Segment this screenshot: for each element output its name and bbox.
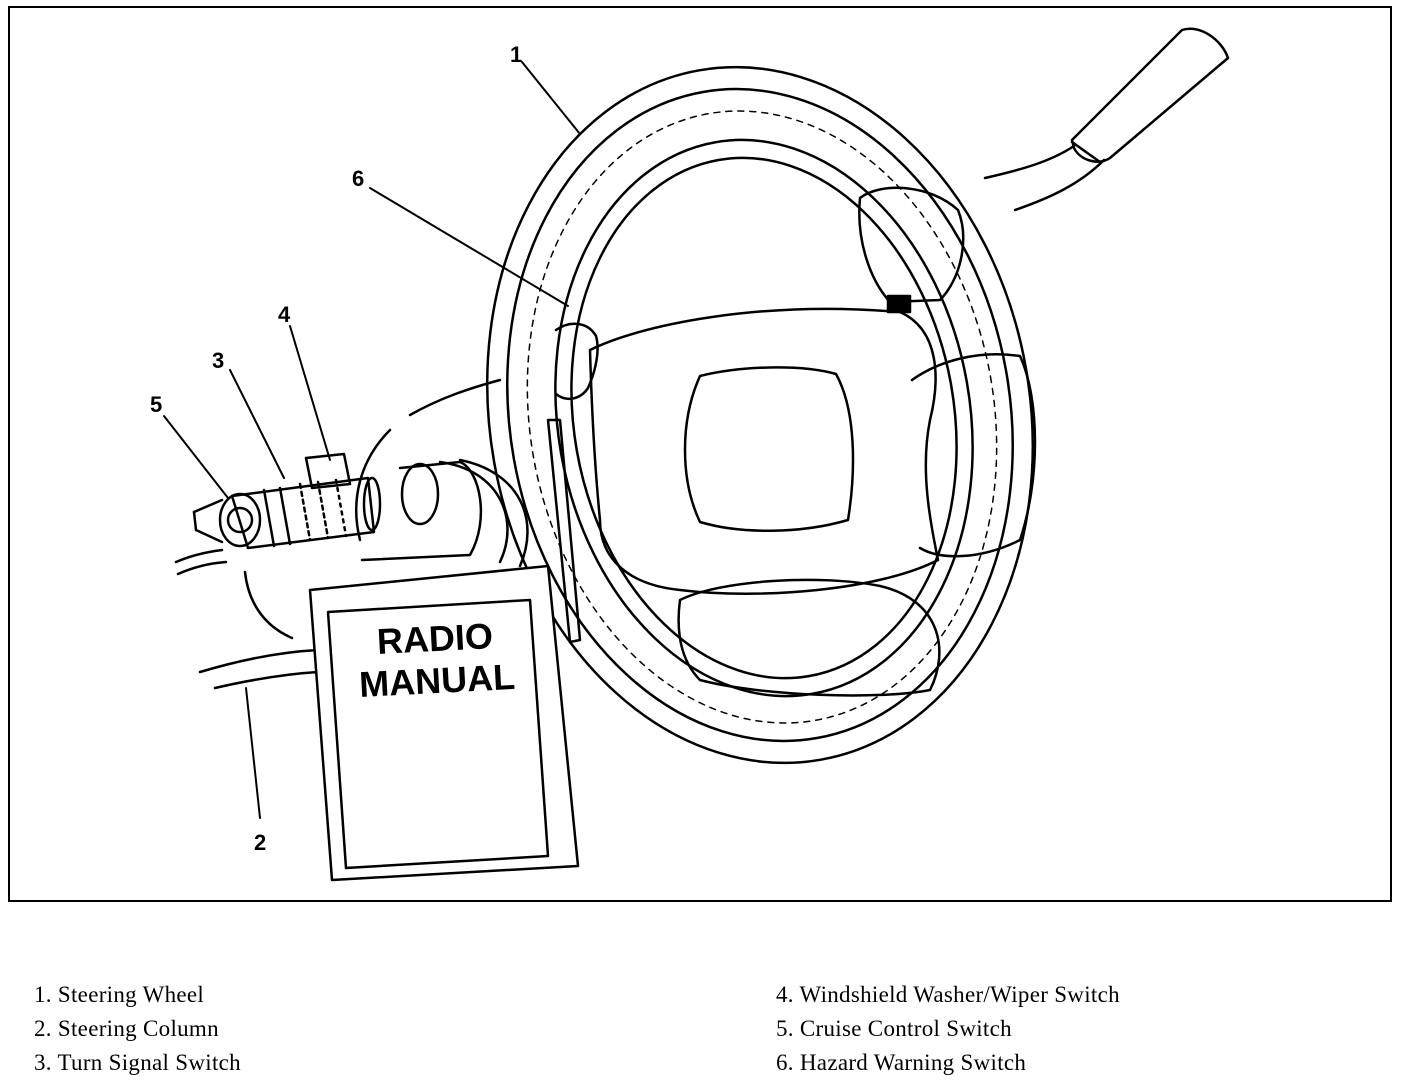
radio-manual-tag — [308, 564, 580, 882]
callout-2: 2 — [254, 830, 267, 855]
dashboard-outline — [174, 378, 502, 690]
legend-item: 1. Steering Wheel — [34, 982, 205, 1007]
legend-item: 3. Turn Signal Switch — [34, 1050, 241, 1075]
steering-column — [360, 458, 529, 568]
steering-wheel — [485, 65, 1037, 765]
callout-3: 3 — [212, 348, 225, 373]
legend-item: 4. Windshield Washer/Wiper Switch — [776, 982, 1120, 1007]
legend-item: 5. Cruise Control Switch — [776, 1016, 1012, 1041]
legend-item: 2. Steering Column — [34, 1016, 219, 1041]
steering-column-illustration — [163, 27, 1230, 882]
callout-4: 4 — [278, 302, 291, 327]
legend-column-right: 4. Windshield Washer/Wiper Switch 5. Cru… — [776, 980, 1120, 1082]
figure-frame — [8, 6, 1392, 902]
legend-column-left: 1. Steering Wheel 2. Steering Column 3. … — [34, 980, 241, 1082]
callout-5: 5 — [150, 392, 163, 417]
gear-shift-lever — [983, 27, 1230, 212]
multifunction-lever — [192, 452, 382, 550]
legend-item: 6. Hazard Warning Switch — [776, 1050, 1027, 1075]
leader-lines — [163, 61, 581, 819]
callout-6: 6 — [352, 166, 365, 191]
radio-manual-sign: RADIO MANUAL — [334, 613, 538, 707]
callout-1: 1 — [510, 42, 523, 67]
